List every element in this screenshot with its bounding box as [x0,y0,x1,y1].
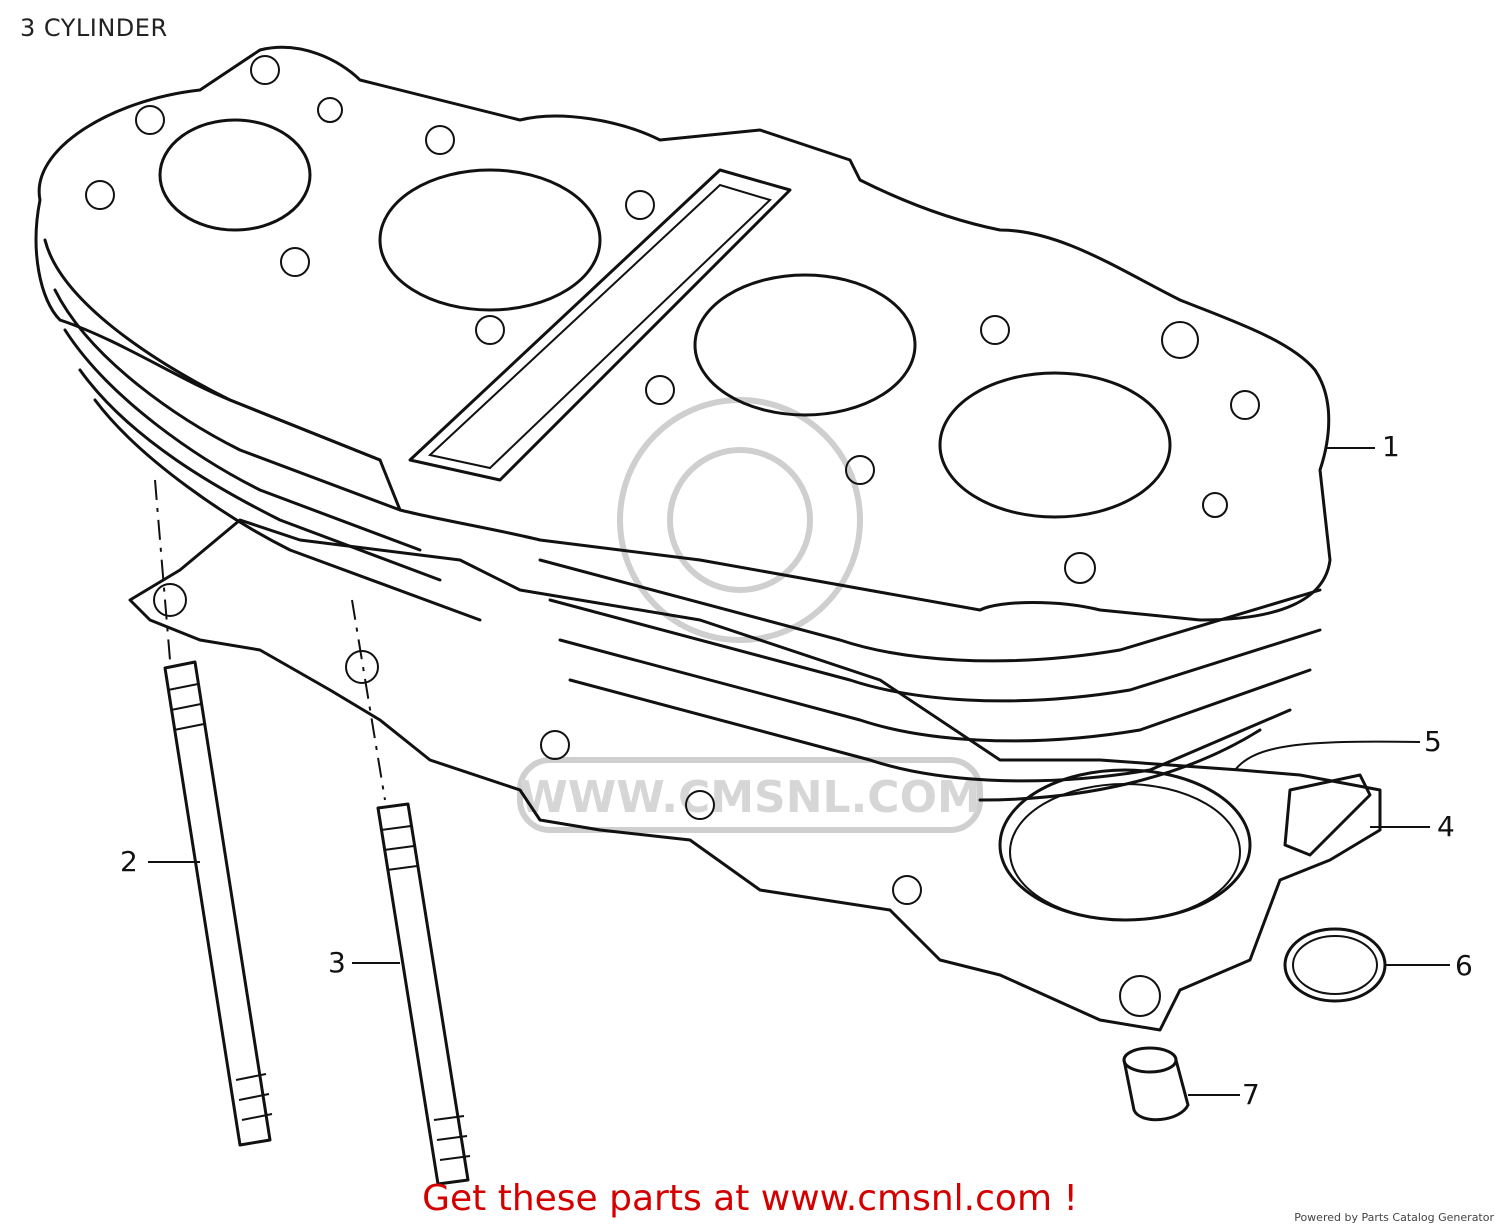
cta-link[interactable]: Get these parts at www.cmsnl.com ! [422,1178,1078,1219]
cylinder-block [34,45,1332,802]
page-title: 3 CYLINDER [20,14,168,42]
leader-lines [148,447,1450,1096]
dowel-pin [1122,1046,1190,1122]
callout-4: 4 [1437,810,1455,843]
stud-long [154,479,273,1147]
callout-3: 3 [328,946,346,979]
stud-short [351,599,471,1186]
callout-7: 7 [1242,1078,1260,1111]
callout-2: 2 [120,845,138,878]
watermark-text: WWW.CMSNL.COM [519,772,981,823]
callout-1: 1 [1382,430,1400,463]
powered-by: Powered by Parts Catalog Generator [1294,1211,1494,1224]
callout-5: 5 [1424,725,1442,758]
watermark-logo: WWW.CMSNL.COM [517,397,983,833]
o-ring [1283,927,1387,1003]
base-gasket [128,518,1382,1032]
callout-6: 6 [1455,949,1473,982]
